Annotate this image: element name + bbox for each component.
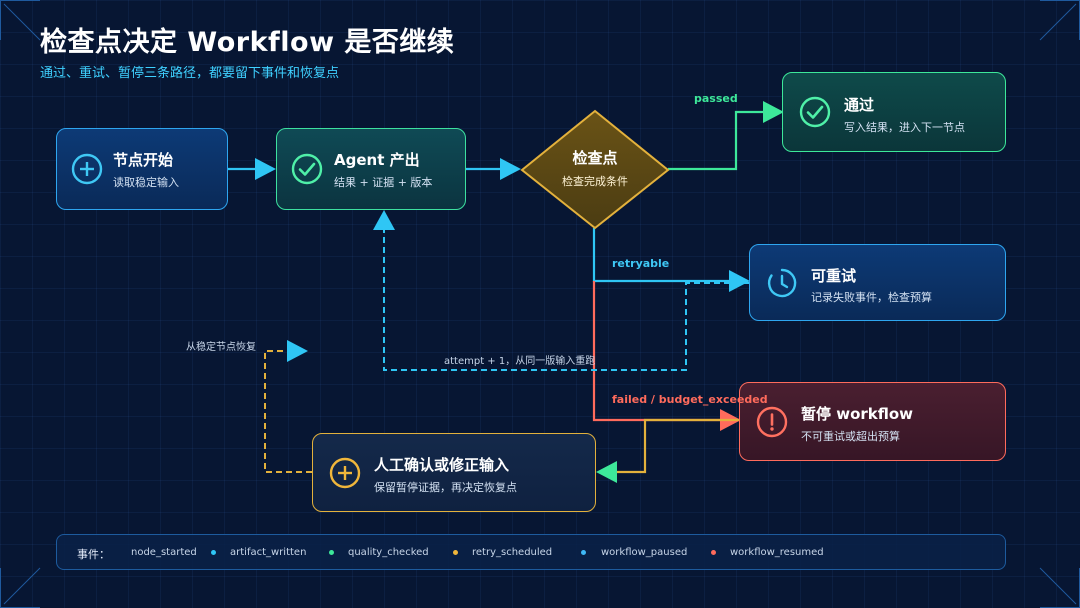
node-passed-title: 通过 <box>844 96 875 114</box>
label-failed: failed / budget_exceeded <box>612 393 768 406</box>
plus-circle-icon <box>329 457 361 488</box>
event-workflow-resumed: workflow_resumed <box>730 547 824 558</box>
event-legend: 事件： node_started artifact_written qualit… <box>56 534 1006 570</box>
event-retry-scheduled: retry_scheduled <box>472 547 553 558</box>
event-dot <box>329 550 334 555</box>
node-pause-title: 暂停 workflow <box>801 405 914 423</box>
page-title: 检查点决定 Workflow 是否继续 <box>40 27 455 58</box>
checkpoint-title: 检查点 <box>572 149 618 167</box>
event-artifact-written: artifact_written <box>230 547 307 558</box>
event-legend-label: 事件： <box>77 548 110 561</box>
checkpoint-subtitle: 检查完成条件 <box>562 175 628 188</box>
label-retryable: retryable <box>612 257 670 270</box>
check-circle-icon <box>799 96 831 128</box>
node-retry[interactable]: 可重试 记录失败事件，检查预算 <box>749 244 1006 321</box>
page-subtitle: 通过、重试、暂停三条路径，都要留下事件和恢复点 <box>40 66 340 81</box>
node-manual[interactable]: 人工确认或修正输入 保留暂停证据，再决定恢复点 <box>312 433 596 512</box>
label-passed: passed <box>694 92 738 105</box>
plus-circle-icon <box>71 153 103 185</box>
edge-start-agent <box>228 158 276 180</box>
edge-passed <box>668 101 784 171</box>
node-manual-subtitle: 保留暂停证据，再决定恢复点 <box>374 481 517 494</box>
node-passed-subtitle: 写入结果，进入下一节点 <box>844 121 965 134</box>
event-dot <box>453 550 458 555</box>
edge-retry-loop <box>373 210 750 371</box>
edge-resume <box>264 340 312 473</box>
event-dot <box>211 550 216 555</box>
node-retry-subtitle: 记录失败事件，检查预算 <box>811 291 932 304</box>
node-manual-title: 人工确认或修正输入 <box>374 456 510 474</box>
node-retry-title: 可重试 <box>811 267 857 285</box>
event-dot <box>581 550 586 555</box>
node-agent-title: Agent 产出 <box>334 151 420 169</box>
event-quality-checked: quality_checked <box>348 547 429 558</box>
label-resume: 从稳定节点恢复 <box>186 342 256 353</box>
edge-failed <box>592 281 741 431</box>
node-start-subtitle: 读取稳定输入 <box>113 176 179 189</box>
checkpoint-diamond <box>520 109 670 230</box>
event-node-started: node_started <box>131 547 197 558</box>
node-passed[interactable]: 通过 写入结果，进入下一节点 <box>782 72 1006 152</box>
event-dot <box>711 550 716 555</box>
event-workflow-paused: workflow_paused <box>601 547 688 558</box>
node-pause-subtitle: 不可重试或超出预算 <box>801 430 900 443</box>
node-agent-subtitle: 结果 + 证据 + 版本 <box>334 176 433 189</box>
node-start[interactable]: 节点开始 读取稳定输入 <box>56 128 228 210</box>
label-attempt: attempt + 1，从同一版输入重跑 <box>444 356 596 367</box>
check-circle-icon <box>291 153 323 185</box>
edge-pause-manual <box>596 418 740 483</box>
node-start-title: 节点开始 <box>113 151 174 169</box>
alert-circle-icon <box>756 406 788 437</box>
retry-clock-icon <box>767 268 797 297</box>
node-pause[interactable]: 暂停 workflow 不可重试或超出预算 <box>739 382 1006 461</box>
edge-agent-checkpoint <box>466 158 521 180</box>
node-agent[interactable]: Agent 产出 结果 + 证据 + 版本 <box>276 128 466 210</box>
